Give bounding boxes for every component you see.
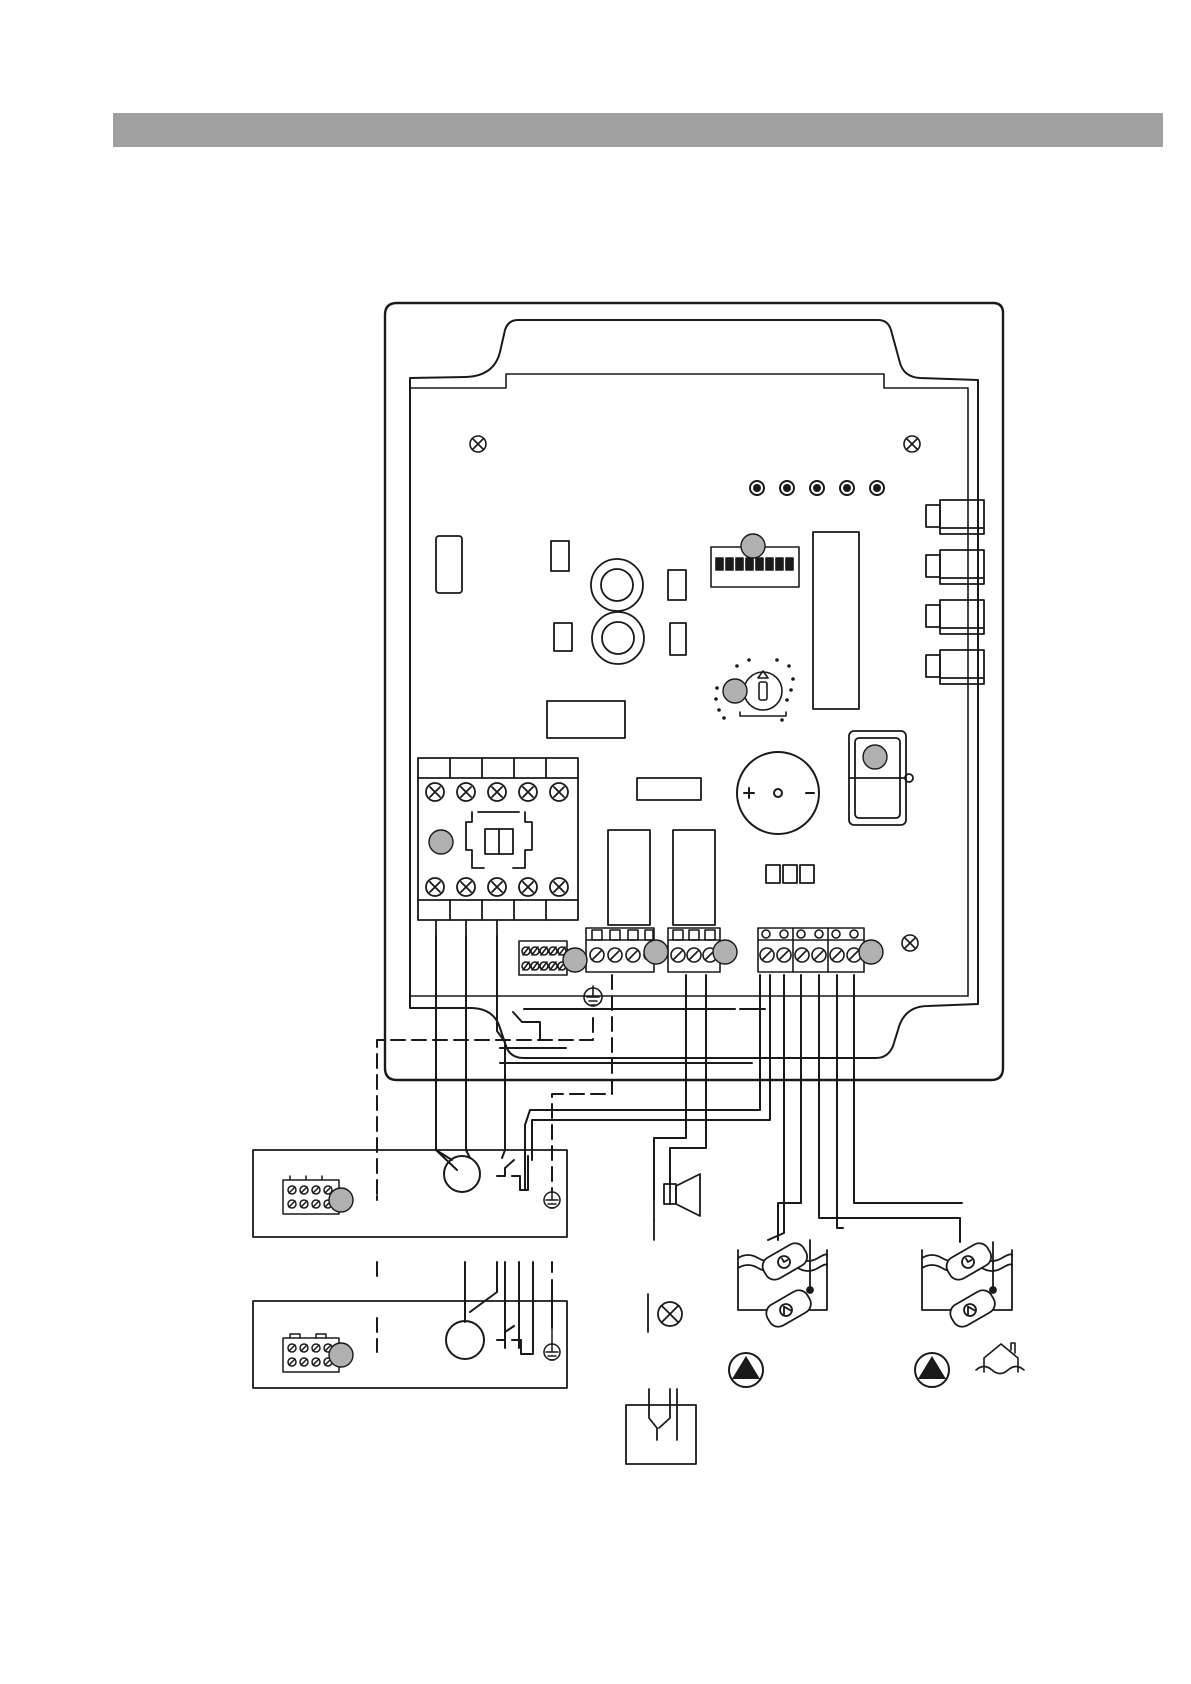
pump-symbol-1-icon xyxy=(729,1353,763,1387)
led-icon xyxy=(780,481,794,495)
marker-terminal-6pole xyxy=(859,940,883,964)
float-switches-tank-1 xyxy=(738,1240,827,1331)
marker-motor-1 xyxy=(329,1188,353,1212)
terminal-block-6pole xyxy=(758,928,864,972)
fuse xyxy=(436,536,462,593)
mounting-screws xyxy=(470,436,920,951)
float-switches-tank-2 xyxy=(922,1240,1012,1331)
external-contact-icon xyxy=(626,1389,696,1464)
relay-block xyxy=(813,532,859,709)
flood-house-icon xyxy=(976,1343,1024,1374)
pump-motor-single-phase xyxy=(253,1150,567,1237)
marker-contactor xyxy=(429,830,453,854)
motor-icon xyxy=(444,1156,480,1192)
relay xyxy=(673,830,715,925)
thermal-switch-icon xyxy=(497,1156,528,1190)
reference-markers xyxy=(329,534,887,1367)
marker-motor-2 xyxy=(329,1343,353,1367)
marker-dip-switch xyxy=(741,534,765,558)
pump-symbol-2-icon xyxy=(915,1353,949,1387)
contactor-top-screws xyxy=(426,783,568,801)
battery-holder[interactable] xyxy=(849,731,913,825)
earth-icon xyxy=(544,1328,560,1360)
pump-motor-three-phase xyxy=(253,1262,567,1388)
marker-battery xyxy=(863,745,887,769)
marker-potentiometer xyxy=(723,679,747,703)
led-icon xyxy=(810,481,824,495)
relay xyxy=(608,830,650,925)
warning-lamp-icon xyxy=(648,1294,682,1332)
side-connectors xyxy=(926,500,984,684)
alarm-horn-icon xyxy=(654,1174,700,1240)
marker-terminal-small xyxy=(563,948,587,972)
thermal-switch-icon xyxy=(497,1302,533,1354)
led-icon xyxy=(870,481,884,495)
led-icon xyxy=(750,481,764,495)
motor-icon xyxy=(446,1321,484,1359)
led-row xyxy=(750,481,884,495)
board-components xyxy=(436,532,859,925)
terminal-block-3pole xyxy=(668,928,720,972)
marker-terminal-3pole xyxy=(713,940,737,964)
led-icon xyxy=(840,481,854,495)
marker-terminal-4pole xyxy=(644,940,668,964)
earth-icon xyxy=(544,1190,560,1208)
control-housing xyxy=(385,303,1003,1080)
terminal-block-small xyxy=(519,941,567,975)
contactor-bottom-screws xyxy=(426,878,568,896)
buzzer xyxy=(737,752,819,834)
